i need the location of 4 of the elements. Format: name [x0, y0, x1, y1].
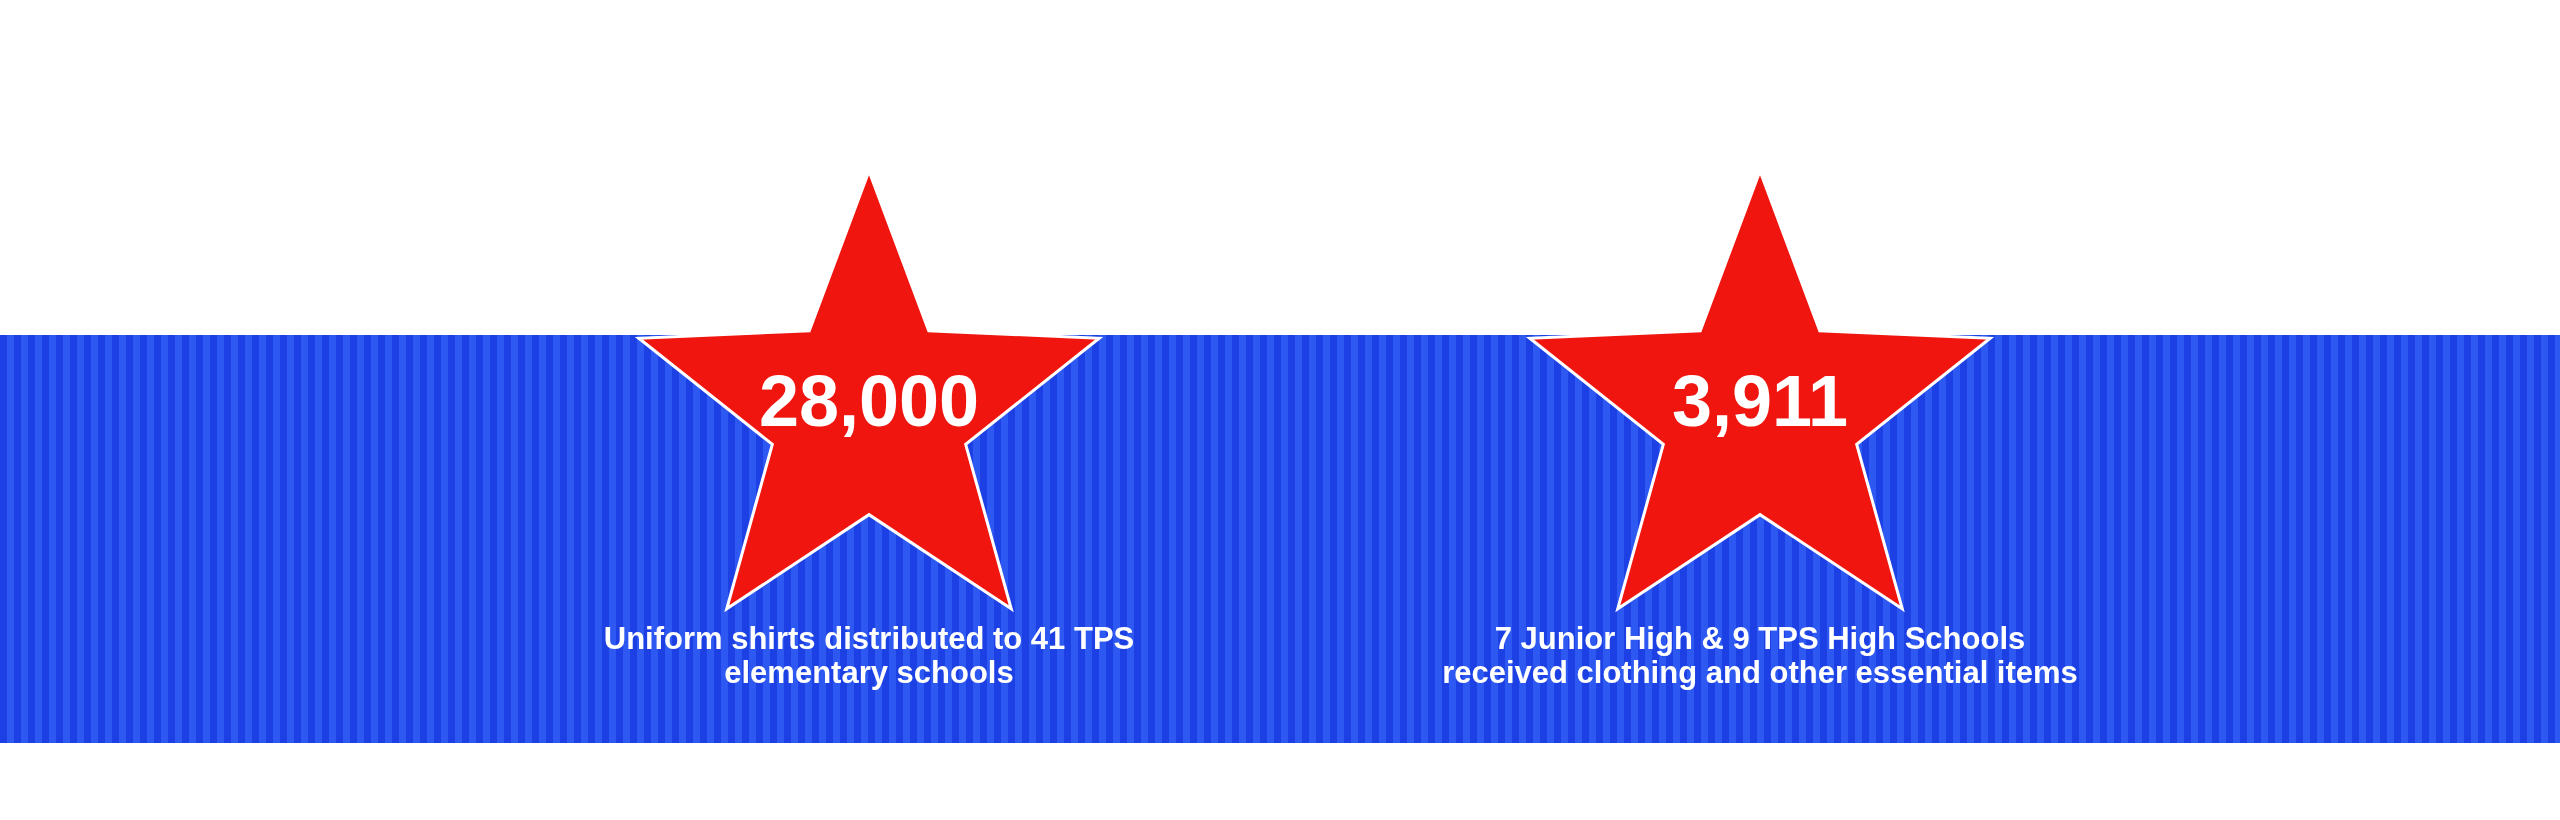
stat-caption: Uniform shirts distributed to 41 TPS elementary schools: [602, 622, 1136, 690]
stat-number: 28,000: [757, 361, 981, 441]
stat-number: 3,911: [1670, 361, 1850, 441]
stat-caption: 7 Junior High & 9 TPS High Schools received clothing and other essential items: [1441, 622, 2079, 690]
